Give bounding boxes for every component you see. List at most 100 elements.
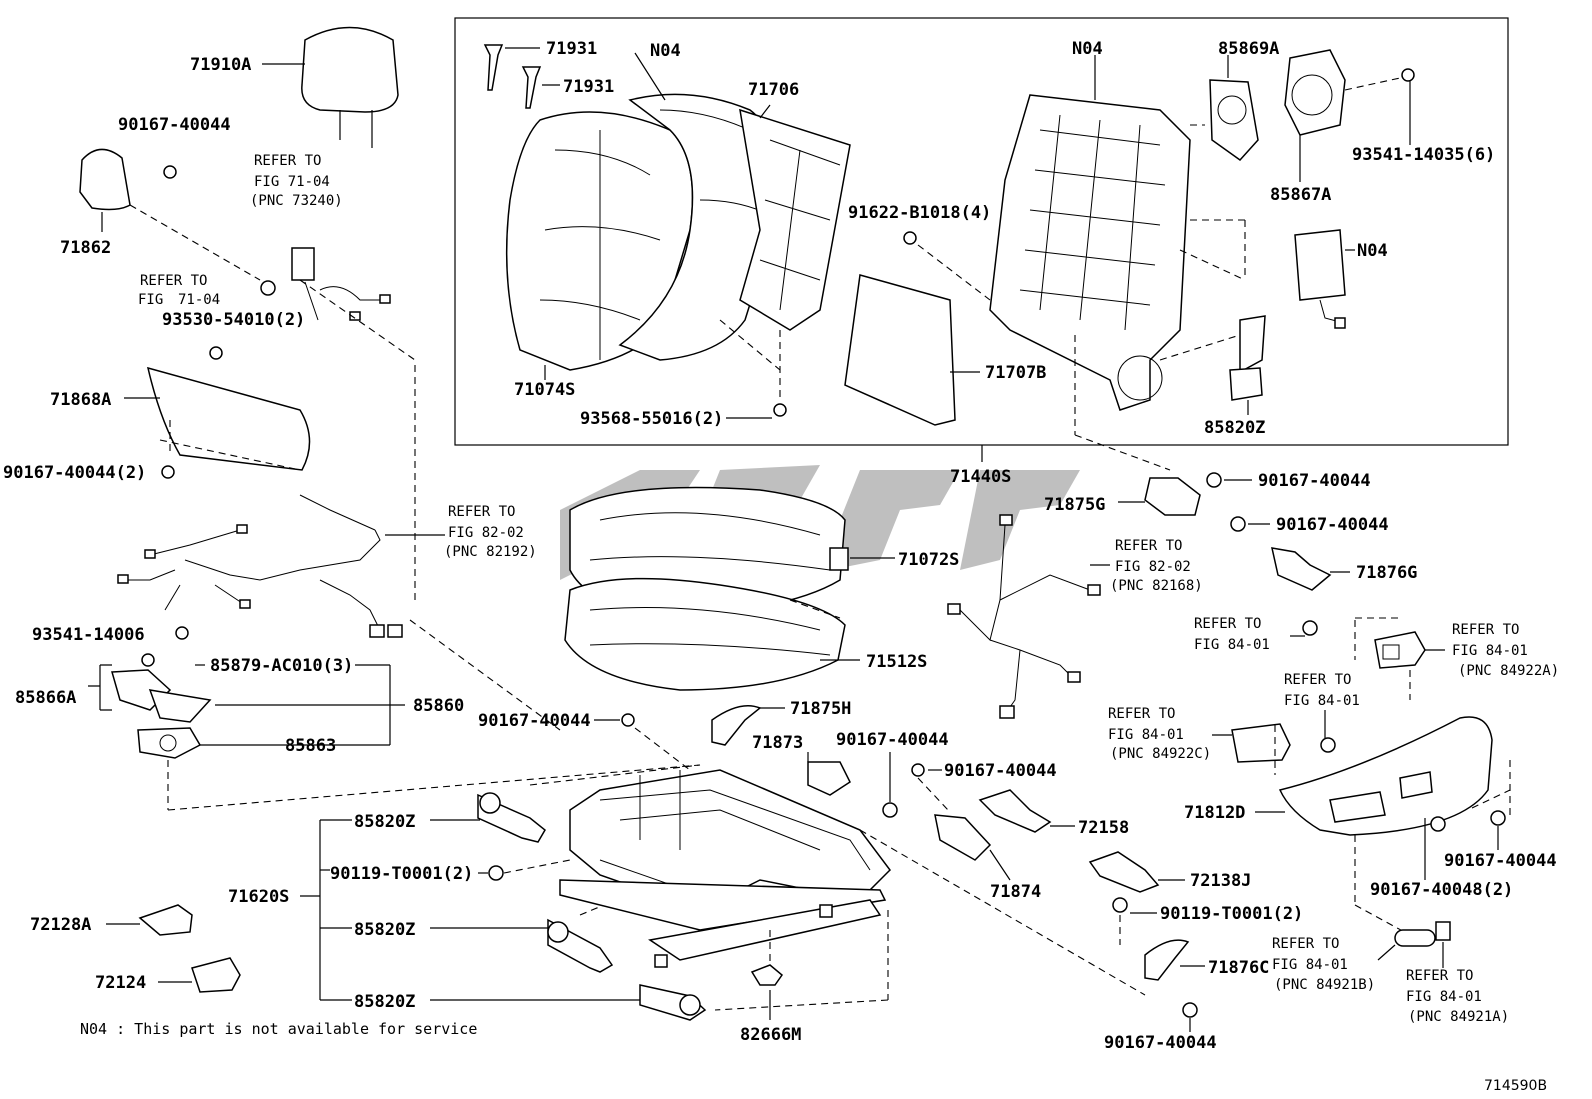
- screw-icon: [1401, 68, 1415, 82]
- label-71620s: 71620S: [228, 887, 289, 907]
- label-fig-84-01: FIG 84-01: [1194, 637, 1270, 653]
- label-71072s: 71072S: [898, 550, 959, 570]
- label-71873: 71873: [752, 733, 803, 753]
- label-71910a: 71910A: [190, 55, 251, 75]
- label-refer-to: REFER TO: [1194, 616, 1261, 632]
- label-85820z: 85820Z: [1204, 418, 1265, 438]
- label-fig: FIG: [138, 292, 163, 308]
- wire-harness-seat: [117, 494, 403, 638]
- label-refer-to: REFER TO: [1115, 538, 1182, 554]
- slide-motor-1: [477, 792, 546, 843]
- label-72124: 72124: [95, 973, 146, 993]
- track-cover-front: [138, 904, 193, 936]
- label-71931: 71931: [546, 39, 597, 59]
- label-93530-54010: 93530-54010(2): [162, 310, 305, 330]
- slide-motor-3: [639, 984, 707, 1021]
- seatback-frame: [989, 94, 1191, 411]
- label-85866a: 85866A: [15, 688, 76, 708]
- label-71707b: 71707B: [985, 363, 1046, 383]
- label-93541-14035: 93541-14035(6): [1352, 145, 1495, 165]
- label-pnc-84922a: (PNC 84922A): [1458, 663, 1559, 679]
- cover-72158: [978, 789, 1052, 833]
- label-85879-ac010: 85879-AC010(3): [210, 656, 353, 676]
- label-90167-40044: 90167-40044: [1444, 851, 1557, 871]
- bolt-icon: [1230, 516, 1246, 532]
- label-fig-84-01: FIG 84-01: [1284, 693, 1360, 709]
- nut-icon: [260, 280, 276, 296]
- footnote-n04: N04 : This part is not available for ser…: [80, 1020, 477, 1038]
- label-85820z: 85820Z: [354, 920, 415, 940]
- label-71862: 71862: [60, 238, 111, 258]
- seat-side-shield: [146, 366, 311, 471]
- bolt-icon: [163, 165, 177, 179]
- cover-71875g: [1144, 477, 1201, 516]
- label-refer-to: REFER TO: [1108, 706, 1175, 722]
- track-cover-rear: [191, 957, 241, 993]
- seat-cushion-pad: [564, 577, 846, 691]
- label-fig-71-04: 71-04: [178, 292, 220, 308]
- bracket-71873: [807, 761, 851, 796]
- cover-bracket-rear: [1144, 939, 1190, 981]
- screw-icon: [1112, 897, 1128, 913]
- label-n04: N04: [1357, 241, 1388, 261]
- label-85820z: 85820Z: [354, 812, 415, 832]
- label-90167-40044: 90167-40044: [944, 761, 1057, 781]
- bolt-icon: [209, 346, 223, 360]
- cover-72138j: [1088, 851, 1160, 893]
- label-fig-84-01: FIG 84-01: [1406, 989, 1482, 1005]
- label-pnc-82168: (PNC 82168): [1110, 578, 1203, 594]
- label-72128a: 72128A: [30, 915, 91, 935]
- label-85860: 85860: [413, 696, 464, 716]
- bolt-icon: [1490, 810, 1506, 826]
- label-pnc-73240: (PNC 73240): [250, 193, 343, 209]
- seat-side-cover-71812d: [1278, 716, 1493, 836]
- figure-id: 714590B: [1484, 1078, 1547, 1094]
- switch-knob-84921b: [1394, 929, 1436, 947]
- label-71512s: 71512S: [866, 652, 927, 672]
- wire-harness-back: [947, 514, 1101, 719]
- label-refer-to: REFER TO: [1272, 936, 1339, 952]
- back-panel-pad: [844, 274, 956, 426]
- seat-switch-84922a: [1374, 631, 1426, 669]
- seat-switch-84922c: [1231, 723, 1291, 763]
- label-82666m: 82666M: [740, 1025, 801, 1045]
- label-72138j: 72138J: [1190, 871, 1251, 891]
- recliner-cover: [1209, 79, 1259, 161]
- push-pin-2: [521, 66, 542, 109]
- bolt-icon: [1182, 1002, 1198, 1018]
- side-airbag: [1294, 229, 1346, 329]
- screw-icon: [773, 403, 787, 417]
- label-fig-84-01: FIG 84-01: [1452, 643, 1528, 659]
- label-refer-to: REFER TO: [254, 153, 321, 169]
- bolt-icon: [1430, 816, 1446, 832]
- label-71868a: 71868A: [50, 390, 111, 410]
- label-71931: 71931: [563, 77, 614, 97]
- bolt-icon: [882, 802, 898, 818]
- label-85869a: 85869A: [1218, 39, 1279, 59]
- label-fig-84-01: FIG 84-01: [1272, 957, 1348, 973]
- label-85820z: 85820Z: [354, 992, 415, 1012]
- label-refer-to: REFER TO: [140, 273, 207, 289]
- label-93568-55016: 93568-55016(2): [580, 409, 723, 429]
- label-90167-40044: 90167-40044: [1104, 1033, 1217, 1053]
- label-91622-b1018: 91622-B1018(4): [848, 203, 991, 223]
- label-refer-to: REFER TO: [1452, 622, 1519, 638]
- label-71440s: 71440S: [950, 467, 1011, 487]
- label-n04: N04: [650, 41, 681, 61]
- screw-icon: [1302, 620, 1318, 636]
- label-refer-to: REFER TO: [448, 504, 515, 520]
- lumbar-motor-assembly: [111, 669, 212, 759]
- label-85863: 85863: [285, 736, 336, 756]
- label-71876g: 71876G: [1356, 563, 1417, 583]
- bracket-71874: [934, 814, 992, 861]
- label-fig-71-04: FIG 71-04: [254, 174, 330, 190]
- label-71874: 71874: [990, 882, 1041, 902]
- label-71875h: 71875H: [790, 699, 851, 719]
- label-90119-t0001: 90119-T0001(2): [330, 864, 473, 884]
- label-71812d: 71812D: [1184, 803, 1245, 823]
- cover-71876g: [1271, 547, 1332, 591]
- bolt-icon: [175, 626, 189, 640]
- label-71876c: 71876C: [1208, 958, 1269, 978]
